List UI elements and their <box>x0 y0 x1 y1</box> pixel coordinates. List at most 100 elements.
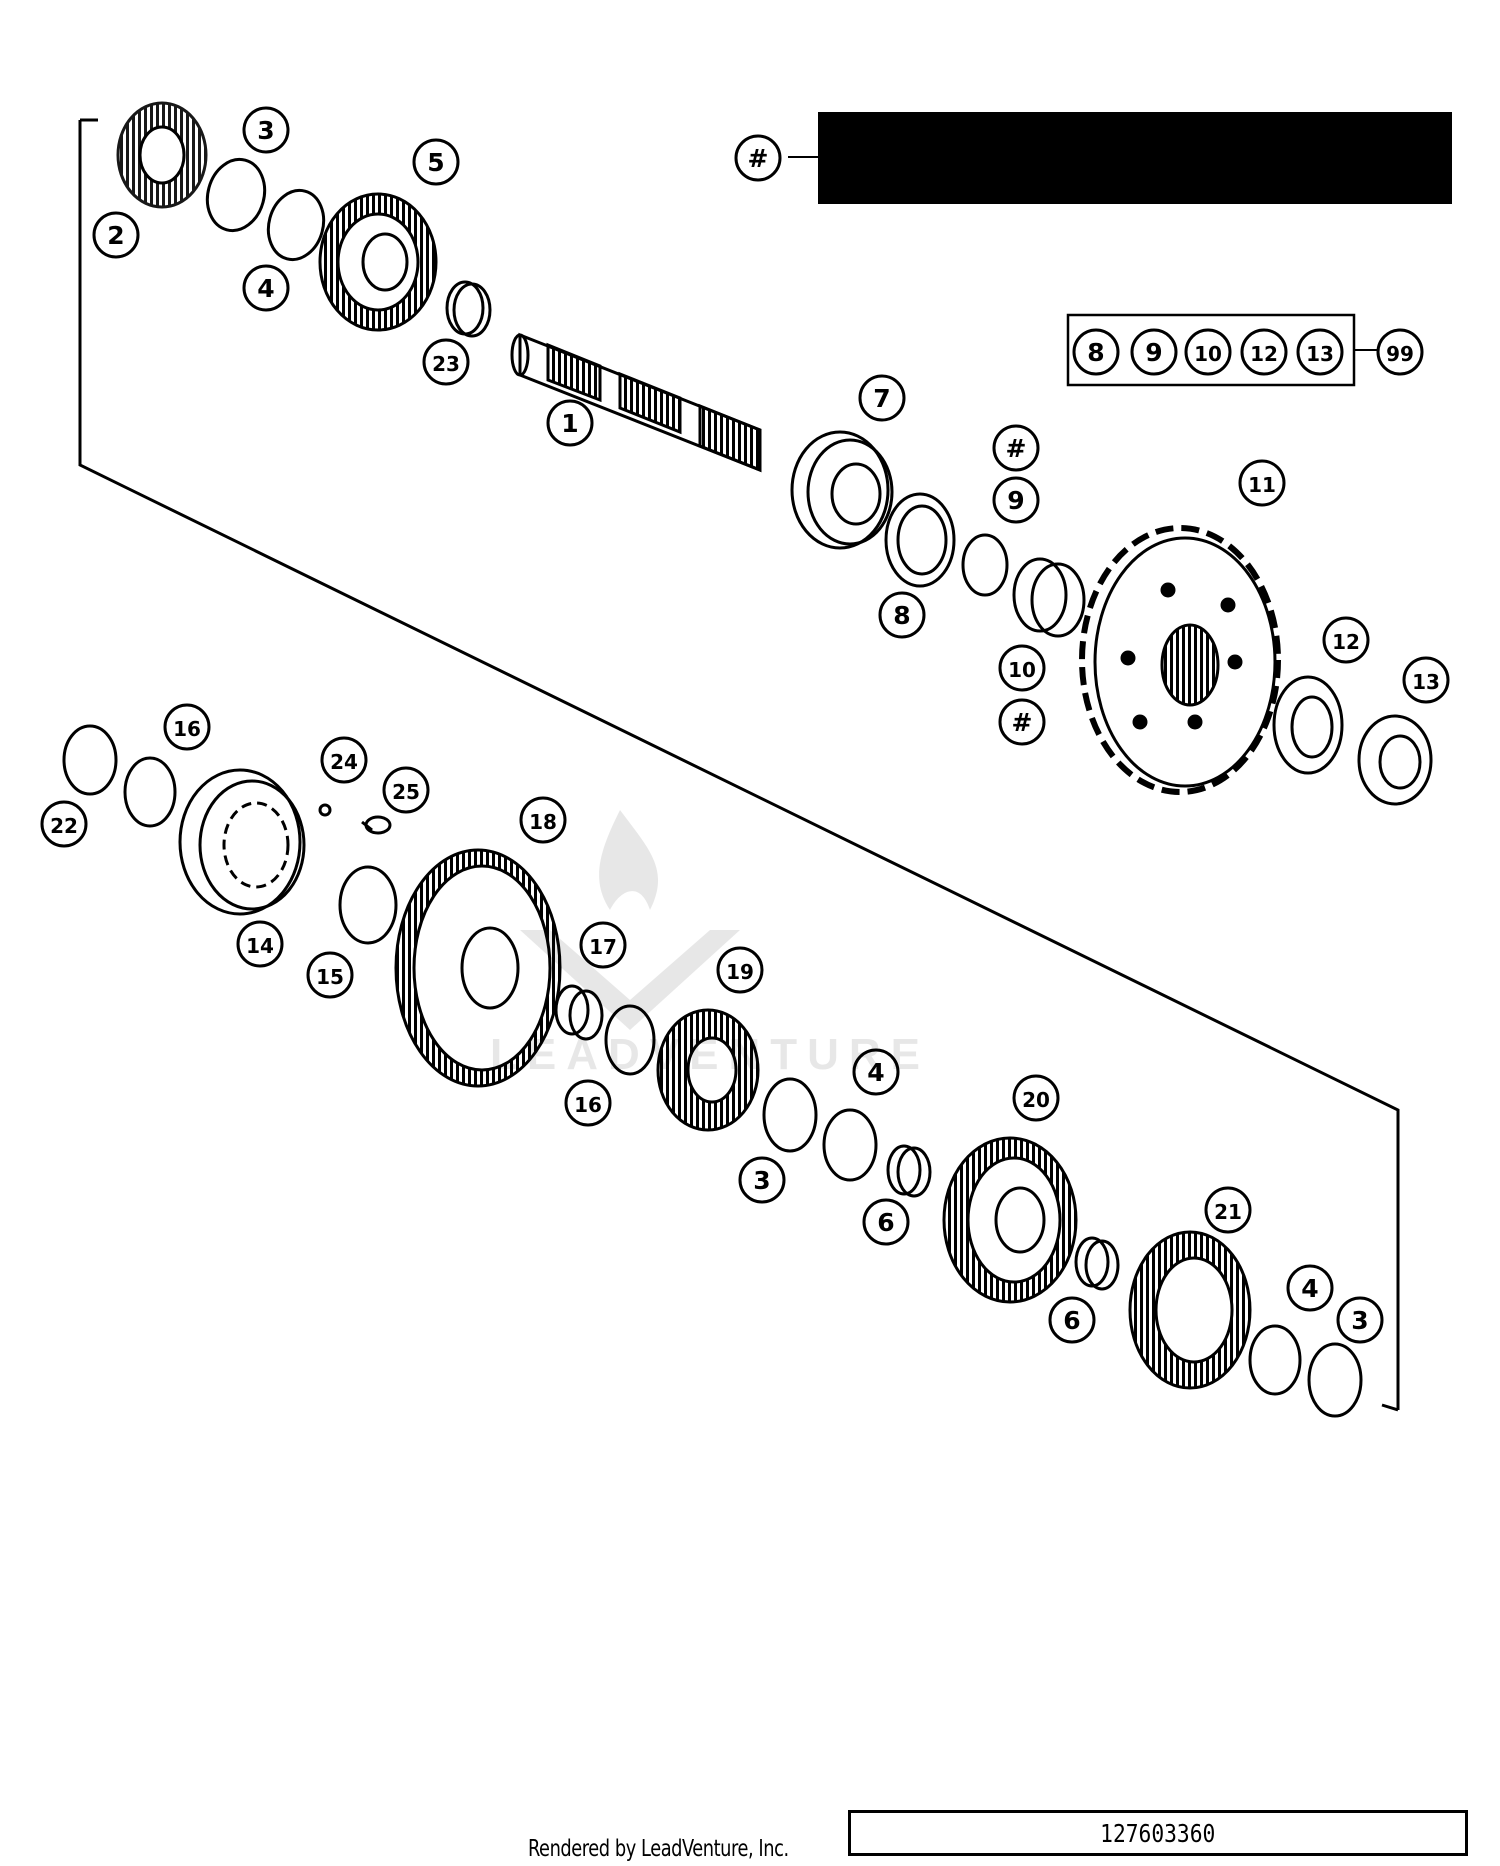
callout-hash: # <box>998 698 1046 746</box>
bearing-7-icon <box>790 430 894 550</box>
callout-15: 15 <box>306 951 354 999</box>
callout-22: 22 <box>40 800 88 848</box>
callout-9: 9 <box>992 476 1040 524</box>
callout-6: 6 <box>1048 1296 1096 1344</box>
svg-text:3: 3 <box>257 116 274 145</box>
callout-10: 10 <box>998 644 1046 692</box>
svg-text:12: 12 <box>1250 342 1278 366</box>
callout-99: 99 <box>1376 328 1424 376</box>
svg-text:6: 6 <box>877 1208 894 1237</box>
spacer-10-icon <box>1012 557 1086 638</box>
footer-credit: Rendered by LeadVenture, Inc. <box>528 1836 789 1862</box>
callout-17: 17 <box>579 921 627 969</box>
callout-14: 14 <box>236 920 284 968</box>
washer-4-icon <box>266 188 326 262</box>
svg-text:99: 99 <box>1386 342 1414 366</box>
callout-hash: # <box>992 424 1040 472</box>
callout-23: 23 <box>422 338 470 386</box>
svg-text:#: # <box>1012 708 1033 737</box>
diagram-number: 127603360 <box>1100 1818 1216 1848</box>
svg-text:9: 9 <box>1007 486 1024 515</box>
svg-text:20: 20 <box>1022 1088 1050 1112</box>
svg-text:4: 4 <box>1301 1274 1318 1303</box>
callout-19: 19 <box>716 946 764 994</box>
svg-text:4: 4 <box>867 1058 884 1087</box>
callout-12: 12 <box>1240 328 1288 376</box>
assembly-bracket-lines <box>78 118 1400 1412</box>
svg-text:14: 14 <box>246 934 274 958</box>
svg-text:6: 6 <box>1063 1306 1080 1335</box>
callout-3: 3 <box>738 1156 786 1204</box>
ring-3-icon <box>205 157 267 233</box>
callout-7: 7 <box>858 374 906 422</box>
svg-text:4: 4 <box>257 274 274 303</box>
callout-8: 8 <box>1072 328 1120 376</box>
svg-text:#: # <box>1006 434 1027 463</box>
callout-16: 16 <box>564 1079 612 1127</box>
watermark-text: LEADVENTURE <box>490 1030 931 1079</box>
callout-25: 25 <box>382 766 430 814</box>
callout-3: 3 <box>1336 1296 1384 1344</box>
callout-21: 21 <box>1204 1186 1252 1234</box>
callout-10: 10 <box>1184 328 1232 376</box>
svg-text:10: 10 <box>1194 342 1222 366</box>
svg-text:13: 13 <box>1412 670 1440 694</box>
gear-5-icon <box>318 192 438 332</box>
callout-11: 11 <box>1238 459 1286 507</box>
svg-text:8: 8 <box>1087 338 1104 367</box>
lockwasher-12-icon <box>1272 675 1344 775</box>
svg-text:2: 2 <box>107 221 124 250</box>
ring-3c-icon <box>1307 1342 1363 1418</box>
callout-hash: # <box>734 134 782 182</box>
svg-text:19: 19 <box>726 960 754 984</box>
sprocket-11-icon <box>1079 525 1281 795</box>
svg-text:8: 8 <box>893 601 910 630</box>
gear-20-icon <box>942 1136 1078 1304</box>
svg-text:16: 16 <box>574 1093 602 1117</box>
svg-text:23: 23 <box>432 352 460 376</box>
callout-6: 6 <box>862 1198 910 1246</box>
part-drawings <box>62 101 1433 1418</box>
screw-25-icon <box>361 815 392 835</box>
nut-13-icon <box>1357 714 1433 806</box>
callout-4: 4 <box>242 264 290 312</box>
bushing-6b-icon <box>1074 1236 1120 1291</box>
callout-5: 5 <box>412 138 460 186</box>
svg-text:16: 16 <box>173 717 201 741</box>
callout-13: 13 <box>1296 328 1344 376</box>
header-black-bar <box>818 112 1452 204</box>
svg-text:18: 18 <box>529 810 557 834</box>
shaft-1-icon <box>510 332 762 473</box>
gear-21-icon <box>1128 1230 1252 1390</box>
seal-8-icon <box>884 492 956 588</box>
callout-12: 12 <box>1322 616 1370 664</box>
callout-4: 4 <box>852 1048 900 1096</box>
gear-2-icon <box>116 101 208 209</box>
callout-1: 1 <box>546 399 594 447</box>
svg-text:9: 9 <box>1145 338 1162 367</box>
callout-8: 8 <box>878 591 926 639</box>
svg-text:17: 17 <box>589 935 617 959</box>
washer-16-icon <box>123 756 177 828</box>
svg-text:1: 1 <box>561 409 578 438</box>
washer-4b-icon <box>822 1108 878 1182</box>
callout-18: 18 <box>519 796 567 844</box>
svg-text:13: 13 <box>1306 342 1334 366</box>
svg-text:10: 10 <box>1008 658 1036 682</box>
svg-text:3: 3 <box>753 1166 770 1195</box>
svg-text:25: 25 <box>392 780 420 804</box>
bushing-17-icon <box>554 984 604 1041</box>
svg-text:5: 5 <box>427 148 444 177</box>
svg-text:24: 24 <box>330 750 358 774</box>
svg-text:12: 12 <box>1332 630 1360 654</box>
svg-text:15: 15 <box>316 965 344 989</box>
oring-9-icon <box>961 533 1009 597</box>
ring-22-icon <box>62 724 118 796</box>
callout-13: 13 <box>1402 656 1450 704</box>
callout-20: 20 <box>1012 1074 1060 1122</box>
pin-24-icon <box>318 803 332 817</box>
bushing-6-icon <box>886 1144 932 1198</box>
callout-3: 3 <box>242 106 290 154</box>
callout-2: 2 <box>92 211 140 259</box>
